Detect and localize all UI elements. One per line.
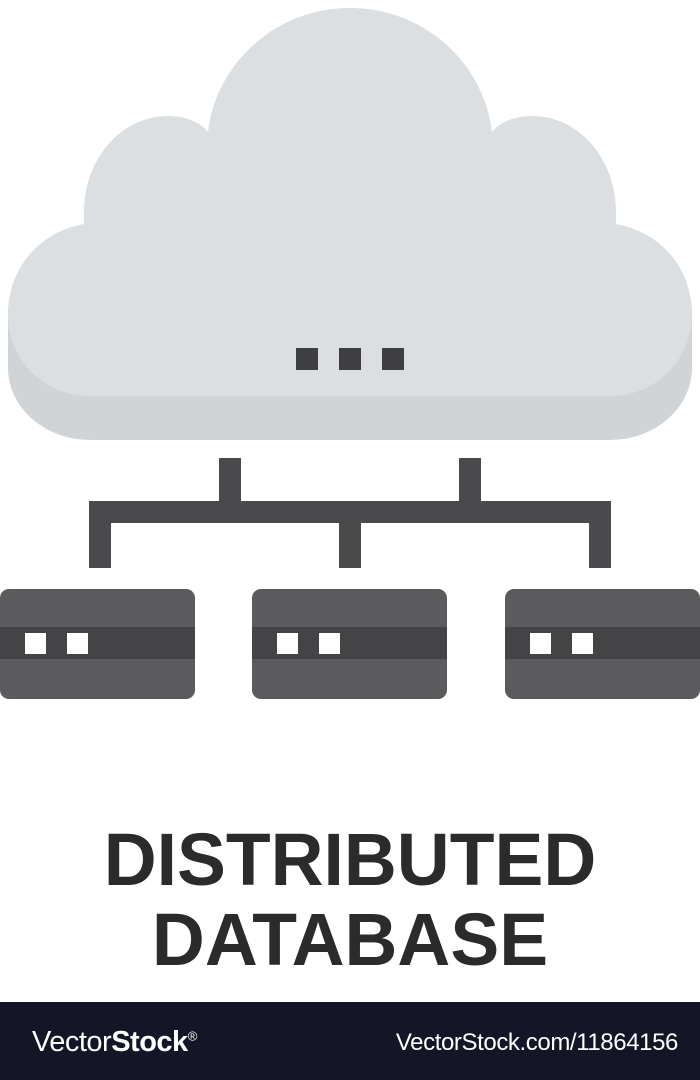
- server-led-1: [530, 633, 551, 654]
- server-led-1: [25, 633, 46, 654]
- title-line-1: DISTRIBUTED: [103, 818, 597, 901]
- server-node-2: [252, 589, 447, 699]
- logo-thin-text: Vector: [32, 1026, 112, 1058]
- server-node-3: [505, 589, 700, 699]
- server-led-2: [572, 633, 593, 654]
- cloud-status-dot-3: [382, 348, 404, 370]
- logo-bold-text: Stock: [111, 1026, 188, 1058]
- server-node-1: [0, 589, 195, 699]
- server-led-2: [319, 633, 340, 654]
- server-led-2: [67, 633, 88, 654]
- registered-trademark-icon: ®: [187, 1028, 198, 1044]
- vectorstock-url: VectorStock.com/11864156: [395, 1029, 679, 1056]
- cloud-status-dot-2: [339, 348, 361, 370]
- watermark-footer: VectorStock® VectorStock.com/11864156: [0, 1002, 700, 1080]
- cloud-status-dot-1: [296, 348, 318, 370]
- cloud-icon: [0, 8, 700, 440]
- page-title: DISTRIBUTED DATABASE: [0, 820, 700, 980]
- vectorstock-logo: VectorStock®: [32, 1028, 197, 1057]
- server-led-1: [277, 633, 298, 654]
- title-line-2: DATABASE: [151, 898, 549, 981]
